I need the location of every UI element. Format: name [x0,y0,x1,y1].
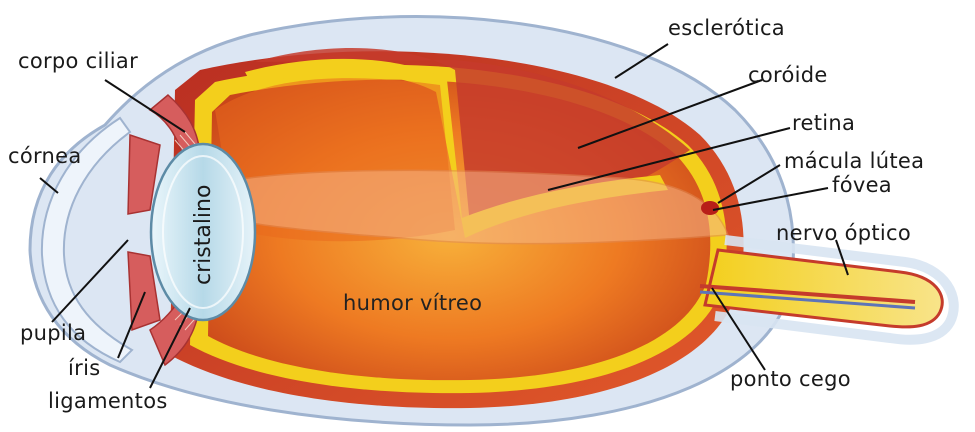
label-cristalino: cristalino [191,185,216,285]
label-cornea: córnea [8,144,82,168]
label-esclerotica: esclerótica [668,16,785,40]
label-coroide: coróide [748,63,828,87]
label-retina: retina [792,111,855,135]
label-fovea: fóvea [832,173,892,197]
label-humor-vitreo: humor vítreo [343,291,482,315]
label-macula-lutea: mácula lútea [784,149,924,173]
label-ligamentos: ligamentos [48,389,168,413]
label-pupila: pupila [20,321,86,345]
label-nervo-optico: nervo óptico [776,221,911,245]
macula-spot [701,201,719,215]
label-corpo-ciliar: corpo ciliar [18,49,138,73]
label-iris: íris [68,356,100,380]
label-ponto-cego: ponto cego [730,367,851,391]
